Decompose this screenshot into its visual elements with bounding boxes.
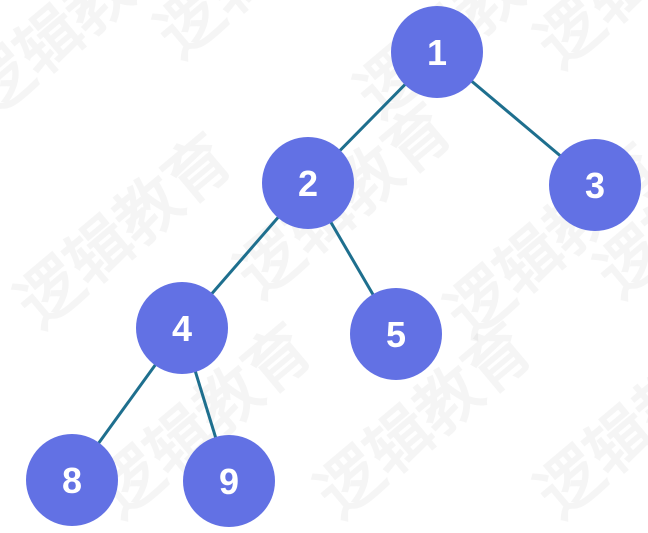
node-circle (136, 282, 228, 374)
node-label: 4 (172, 308, 192, 349)
tree-node-2: 2 (262, 137, 354, 229)
node-label: 2 (298, 163, 318, 204)
node-circle (391, 6, 483, 98)
node-label: 8 (62, 460, 82, 501)
tree-node-4: 4 (136, 282, 228, 374)
node-label: 5 (386, 314, 406, 355)
tree-nodes: 1 2 3 4 5 8 9 (26, 6, 641, 527)
node-label: 3 (585, 165, 605, 206)
tree-node-1: 1 (391, 6, 483, 98)
watermark-text: 逻辑教育 (143, 0, 387, 72)
tree-node-8: 8 (26, 434, 118, 526)
tree-node-9: 9 (183, 435, 275, 527)
watermark-text: 逻辑教育 (523, 0, 648, 82)
node-circle (350, 288, 442, 380)
node-circle (183, 435, 275, 527)
node-circle (26, 434, 118, 526)
tree-node-5: 5 (350, 288, 442, 380)
watermark-text: 逻辑教育 (523, 311, 648, 532)
node-label: 1 (427, 32, 447, 73)
node-circle (549, 139, 641, 231)
node-circle (262, 137, 354, 229)
tree-node-3: 3 (549, 139, 641, 231)
node-label: 9 (219, 461, 239, 502)
